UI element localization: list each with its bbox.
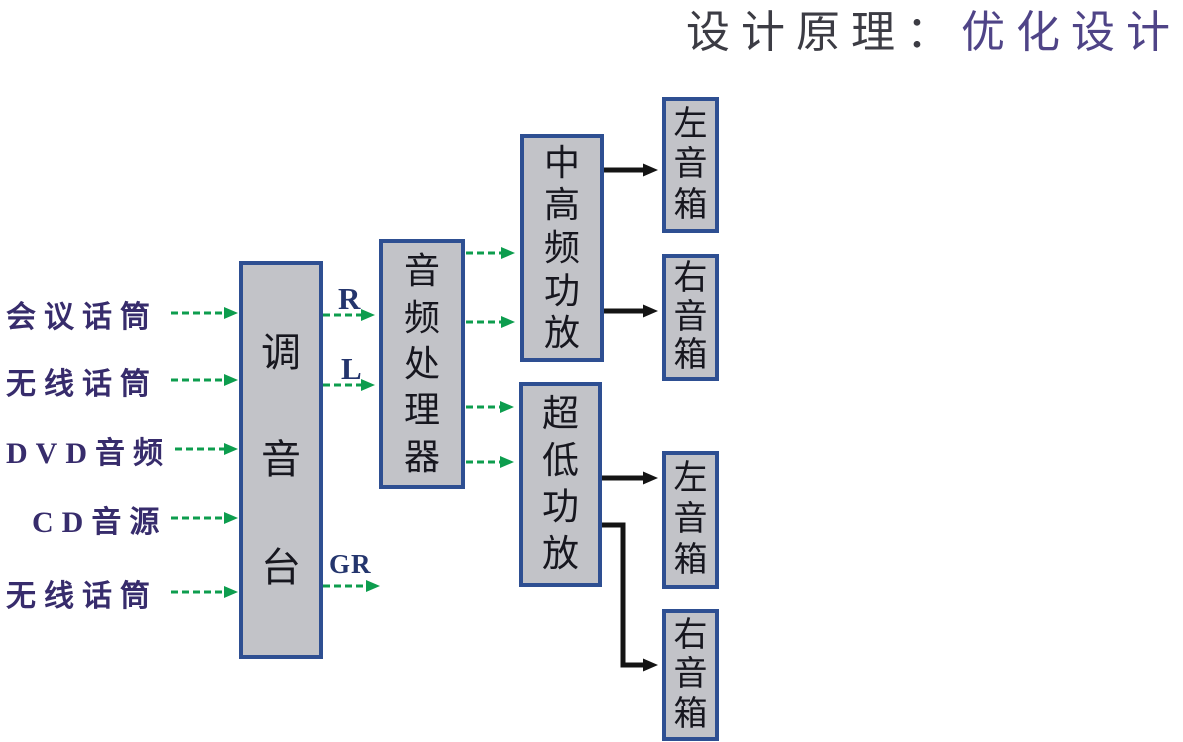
block-label-char: 箱 <box>673 542 708 579</box>
block-label-char: 放 <box>543 313 580 354</box>
signal-label-l: L <box>341 351 362 386</box>
block-label-char: 理 <box>403 390 440 431</box>
block-label-char: 频 <box>403 297 440 338</box>
block-label-char: 台 <box>261 544 301 590</box>
block-label-char: 处 <box>403 343 440 384</box>
block-speaker-top-right: 右音箱 <box>662 254 719 381</box>
source-label-conference-mic: 会议话筒 <box>6 301 158 334</box>
signal-label-gr: GR <box>329 549 372 579</box>
page-title: 设计原理：优化设计 <box>686 0 1181 60</box>
block-label-char: 音 <box>403 251 440 292</box>
block-speaker-top-left: 左音箱 <box>662 97 719 233</box>
arrow-amp-low-right <box>601 522 658 672</box>
source-label-wireless-mic-2: 无线话筒 <box>6 580 158 613</box>
block-label-char: 中 <box>543 142 580 183</box>
block-label-char: 左 <box>673 105 708 143</box>
block-audio-processor: 音频处理器 <box>379 239 465 489</box>
source-label-cd-source: CD音源 <box>32 506 168 539</box>
block-label-char: 箱 <box>673 186 708 224</box>
block-label-char: 箱 <box>673 336 708 374</box>
block-label-char: 箱 <box>673 695 708 733</box>
block-label-char: 器 <box>403 436 440 477</box>
block-label-char: 音 <box>673 501 708 538</box>
block-label-char: 音 <box>673 298 708 336</box>
block-label-char: 功 <box>543 270 580 311</box>
block-label-char: 频 <box>543 227 580 268</box>
block-mixer: 调音台 <box>239 261 323 659</box>
block-label-char: 高 <box>543 185 580 226</box>
source-label-wireless-mic-1: 无线话筒 <box>6 368 158 401</box>
block-label-char: 调 <box>261 329 301 375</box>
block-label-char: 右 <box>673 616 708 654</box>
block-label-char: 低 <box>542 440 579 482</box>
block-label-char: 右 <box>673 260 708 298</box>
source-label-dvd-audio: DVD音频 <box>6 437 171 470</box>
block-label-char: 音 <box>261 437 301 482</box>
block-label-char: 左 <box>673 460 708 497</box>
title-highlight: 优化设计 <box>961 8 1181 57</box>
block-label-char: 音 <box>673 656 708 693</box>
block-sub-low-amp: 超低功放 <box>519 382 602 587</box>
signal-label-r: R <box>338 281 361 316</box>
block-label-char: 功 <box>542 487 579 529</box>
block-label-char: 音 <box>673 146 708 183</box>
block-label-char: 超 <box>542 393 579 435</box>
block-speaker-bottom-right: 右音箱 <box>662 609 719 741</box>
title-prefix: 设计原理： <box>686 8 961 57</box>
block-speaker-bottom-left: 左音箱 <box>662 451 719 589</box>
block-mid-high-amp: 中高频功放 <box>520 134 604 362</box>
block-label-char: 放 <box>542 534 579 576</box>
